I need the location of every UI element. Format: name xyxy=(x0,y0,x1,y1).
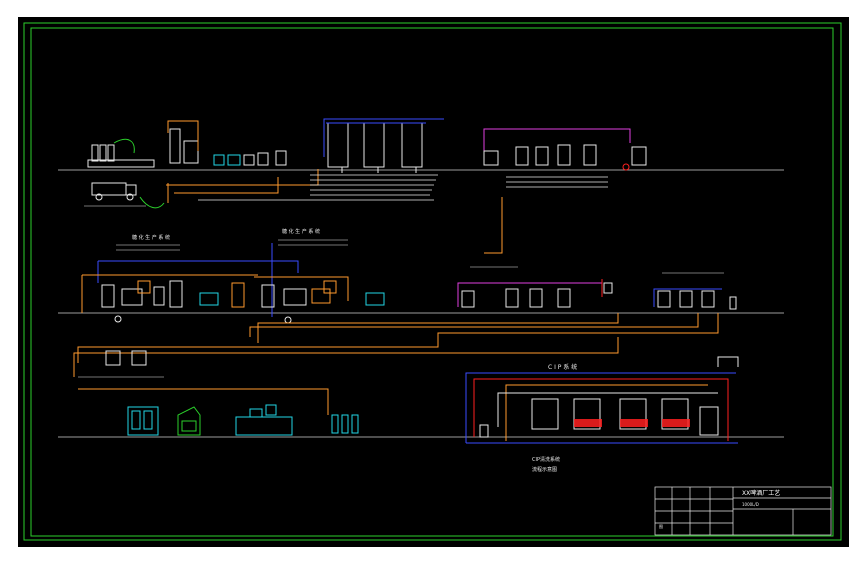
process-flow-diagram: 糖 化 生 产 系 统 糖 化 生 产 系 统 xyxy=(23,22,842,541)
row1-water-pipe-b xyxy=(166,169,319,186)
row1-manifold xyxy=(198,174,438,201)
row1-manifold-right xyxy=(506,176,608,188)
riser-pipe xyxy=(484,197,503,254)
cip-caption-2: 流程示意图 xyxy=(532,466,557,473)
mid-unit-heading: 糖 化 生 产 系 统 xyxy=(282,228,320,235)
tank-1 xyxy=(327,122,349,168)
inner-border xyxy=(30,27,834,537)
cip-tank-2 xyxy=(573,398,601,430)
cip-system: C I P 系 统 CIP清洗系统 流程示意图 xyxy=(465,356,739,473)
cip-tank-3 xyxy=(619,398,647,430)
title-block-title: XX啤酒厂工艺 xyxy=(742,489,780,497)
cip-heading: C I P 系 统 xyxy=(548,363,577,371)
row1-fermentation-tanks xyxy=(323,118,444,173)
green-hose xyxy=(113,138,135,154)
cip-caption-1: CIP清洗系统 xyxy=(532,456,560,463)
left-unit-heading: 糖 化 生 产 系 统 xyxy=(132,234,170,241)
row2-brewhouse-mid: 糖 化 生 产 系 统 xyxy=(254,228,385,324)
tank-2 xyxy=(363,122,385,168)
row2-transfer-lines xyxy=(73,313,719,377)
cip-control-cabinet xyxy=(699,406,719,436)
row1-water-pipe-c xyxy=(174,177,279,194)
bench xyxy=(87,159,155,168)
row1-bright-tank-section xyxy=(483,128,647,171)
row3-packaging-line xyxy=(127,404,359,436)
title-block-mark: 图 xyxy=(659,523,663,529)
bottle-2 xyxy=(99,144,107,162)
row2-bright-tanks xyxy=(653,272,737,310)
filling-machine xyxy=(127,406,159,436)
bottle-3 xyxy=(107,144,115,162)
blue-header-pipe xyxy=(323,118,444,157)
bottle-1 xyxy=(91,144,99,162)
tank-3 xyxy=(401,122,423,168)
drawing-sheet: 糖 化 生 产 系 统 糖 化 生 产 系 统 xyxy=(18,17,849,547)
row1-raw-water-section xyxy=(84,120,319,209)
row2-brewhouse-left: 糖 化 生 产 系 统 xyxy=(81,234,299,323)
title-block xyxy=(654,486,832,536)
row2-fermenters xyxy=(457,266,613,308)
outer-border xyxy=(23,22,842,541)
tanker-truck xyxy=(84,182,146,207)
green-hose-2 xyxy=(139,196,165,209)
cip-tanks xyxy=(531,398,719,436)
row1-water-pipe-a xyxy=(167,120,199,151)
labeler xyxy=(177,406,201,436)
cip-tank-4 xyxy=(661,398,689,430)
title-block-subtitle: 1000L/D xyxy=(742,502,759,507)
pasteurizer xyxy=(235,416,293,436)
row3-yeast-section xyxy=(78,350,329,415)
magenta-header-pipe xyxy=(483,128,631,157)
cip-tank-1 xyxy=(531,398,559,430)
